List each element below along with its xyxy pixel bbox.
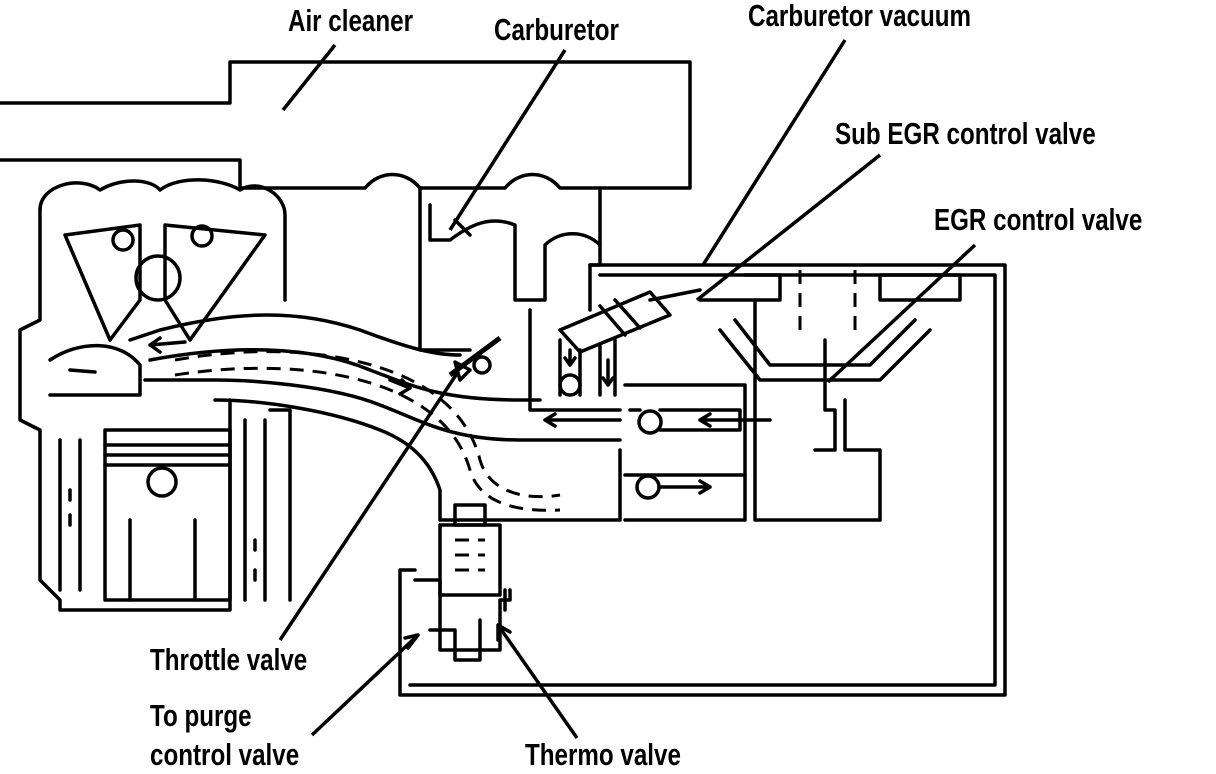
leader-lines: [278, 39, 977, 740]
leader-carburetor-vacuum: [701, 39, 847, 266]
thermo-valve: [413, 503, 512, 662]
label-sub-egr-control-valve: Sub EGR control valve: [835, 116, 1096, 151]
engine-block: [18, 178, 287, 612]
label-thermo-valve: Thermo valve: [525, 737, 681, 772]
sub-egr-control-valve: [558, 288, 702, 397]
leader-sub-egr: [695, 153, 882, 302]
leader-purge: [310, 633, 420, 737]
leader-egr: [826, 243, 977, 384]
leader-air-cleaner: [281, 43, 337, 112]
leader-thermo: [496, 623, 579, 740]
label-air-cleaner: Air cleaner: [288, 3, 414, 38]
intake-manifold: [128, 313, 622, 602]
label-to-purge-line2: control valve: [150, 737, 300, 772]
label-egr-control-valve: EGR control valve: [934, 202, 1143, 237]
leader-throttle: [278, 371, 460, 641]
label-carburetor-vacuum: Carburetor vacuum: [748, 0, 972, 33]
carburetor-vacuum-line: [398, 263, 1007, 697]
label-carburetor: Carburetor: [494, 12, 619, 47]
label-throttle-valve: Throttle valve: [150, 642, 308, 677]
label-to-purge-line1: To purge: [150, 698, 252, 733]
leader-carburetor: [448, 49, 567, 231]
air-cleaner-housing: [0, 60, 692, 190]
egr-passages: [528, 298, 882, 522]
